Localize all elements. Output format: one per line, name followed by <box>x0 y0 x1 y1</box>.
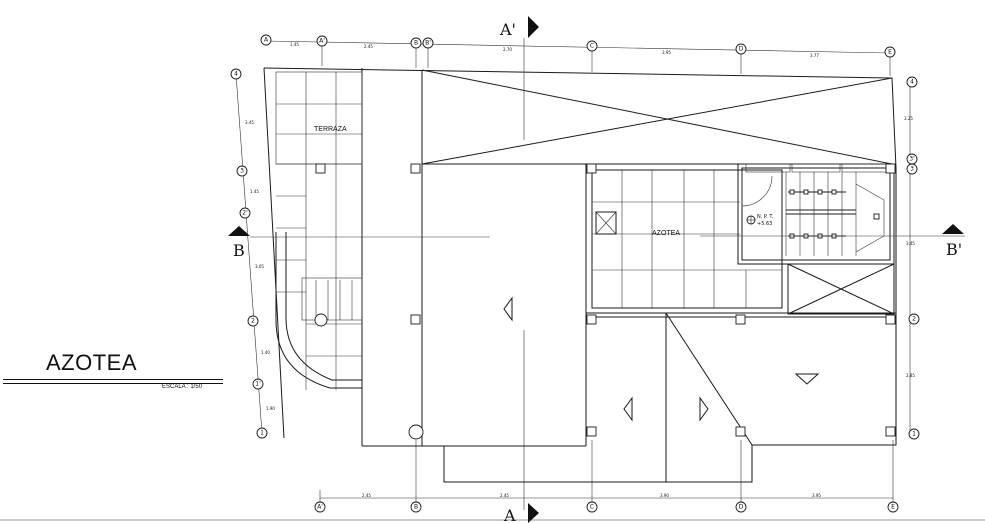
grid-bubbles-left: 4 3 2' 2 1' 1 <box>230 68 268 439</box>
roof-tile-grid <box>591 169 783 309</box>
section-a-bottom-label: A <box>503 506 516 523</box>
stair-block <box>737 163 895 315</box>
grid-left-4: 4 <box>234 71 238 78</box>
dim-left-5: 1.90 <box>266 406 275 411</box>
dim-left-2: 1.45 <box>250 189 259 194</box>
grid-top-a-prime: A' <box>319 38 325 45</box>
section-a-bottom-marker <box>528 503 539 523</box>
level-mark: N. P. T. +5.63 <box>746 214 774 227</box>
title-underline-bottom <box>3 383 223 384</box>
terrace-tile-grid <box>275 71 363 390</box>
terrace-label: TERRAZA <box>314 126 347 133</box>
grid-left-1: 1 <box>260 430 264 437</box>
section-a-top-label: A' <box>499 20 516 39</box>
grid-bottom-a-prime: A' <box>317 504 323 511</box>
grid-left-1-prime: 1' <box>255 381 261 388</box>
grid-right-1: 1 <box>912 431 916 438</box>
dim-bottom-2: 2.45 <box>500 493 509 498</box>
grid-top-b-prime: B' <box>425 40 431 47</box>
section-line-b: B B' <box>228 224 965 260</box>
dim-bottom-3: 3.90 <box>660 493 669 498</box>
grid-bubbles-top: A A' B B' C D E <box>260 34 896 58</box>
section-b-left-label: B <box>233 241 245 260</box>
dim-top-5: 3.77 <box>810 53 819 58</box>
grid-left-3: 3 <box>240 168 244 175</box>
dim-top-4: 3.95 <box>662 50 671 55</box>
drawing-scale: ESCALA : 1/50 <box>162 384 203 390</box>
dim-top-1: 1.45 <box>290 42 299 47</box>
grid-bottom-c: C <box>590 504 594 511</box>
section-b-right-label: B' <box>946 240 962 259</box>
grid-right-4: 4 <box>910 79 914 86</box>
section-b-right-marker <box>942 224 964 234</box>
dim-left-1: 3.45 <box>245 120 254 125</box>
dim-bottom-4: 3.95 <box>812 493 821 498</box>
grid-left-2: 2 <box>251 318 255 325</box>
grid-bubbles-right: 4 3' 3 2 1 <box>906 76 920 440</box>
grid-top-b: B <box>414 40 418 47</box>
left-dimension-line: 3.45 1.45 3.05 1.40 1.90 <box>235 73 275 434</box>
grid-right-3-prime: 3' <box>909 156 915 163</box>
grid-right-2: 2 <box>912 316 916 323</box>
grid-top-e: E <box>888 49 892 56</box>
drawing-title: AZOTEA <box>46 350 138 375</box>
grid-bottom-e: E <box>891 504 895 511</box>
section-line-a: A' A <box>499 16 539 523</box>
dim-left-4: 1.40 <box>261 350 270 355</box>
title-underline-top <box>3 379 223 380</box>
grid-bottom-b: B <box>414 504 418 511</box>
grid-top-c: C <box>590 43 594 50</box>
grid-top-a: A <box>264 37 269 44</box>
right-dimension-line: 3.25 3.45 2.85 <box>904 82 915 434</box>
terrace-curve <box>275 232 362 389</box>
slope-arrows <box>503 296 820 422</box>
dim-right-2: 3.45 <box>906 241 915 246</box>
grid-left-2-prime: 2' <box>242 210 248 217</box>
top-dimension-line: 1.45 2.45 2.70 3.95 3.77 <box>265 40 891 76</box>
level-mark-value: +5.63 <box>757 221 772 227</box>
columns <box>315 163 896 440</box>
grid-bottom-d: D <box>739 504 744 511</box>
grid-top-d: D <box>739 46 744 53</box>
dim-bottom-1: 2.45 <box>362 493 371 498</box>
grid-bubbles-bottom: A' B C D E <box>314 501 899 513</box>
building-outline <box>263 67 897 483</box>
bottom-dimension-line: 2.45 2.45 3.90 3.95 <box>319 440 894 504</box>
dim-right-1: 3.25 <box>904 116 913 121</box>
dim-right-3: 2.85 <box>906 373 915 378</box>
dim-left-3: 3.05 <box>255 264 264 269</box>
dim-top-3: 2.70 <box>503 47 512 52</box>
section-a-top-marker <box>528 16 539 38</box>
section-b-left-marker <box>228 226 250 236</box>
roof-label: AZOTEA <box>652 230 680 237</box>
dim-top-2: 2.45 <box>364 44 373 49</box>
level-mark-label: N. P. T. <box>757 214 774 220</box>
grid-right-3: 3 <box>910 166 914 173</box>
